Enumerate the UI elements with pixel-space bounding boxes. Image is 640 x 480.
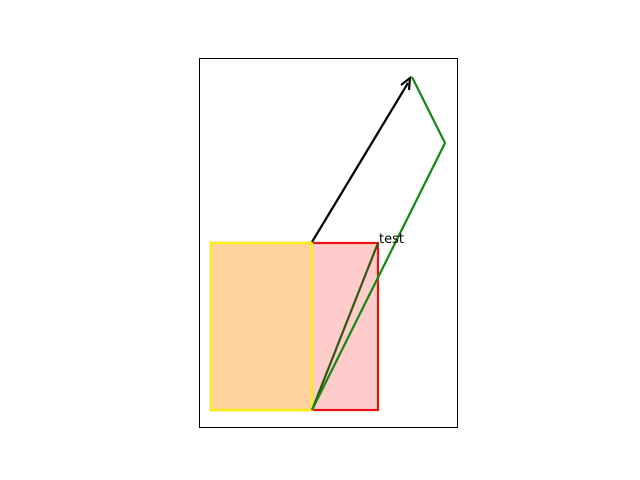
olive-line: [310, 242, 380, 411]
arrow-head-icon: [400, 75, 412, 91]
arrow-shaft: [311, 82, 409, 243]
green-polyline: [311, 76, 447, 411]
yellow-rectangle: [209, 241, 314, 412]
axes-frame: [199, 58, 458, 428]
annotation-label: test: [379, 232, 404, 247]
